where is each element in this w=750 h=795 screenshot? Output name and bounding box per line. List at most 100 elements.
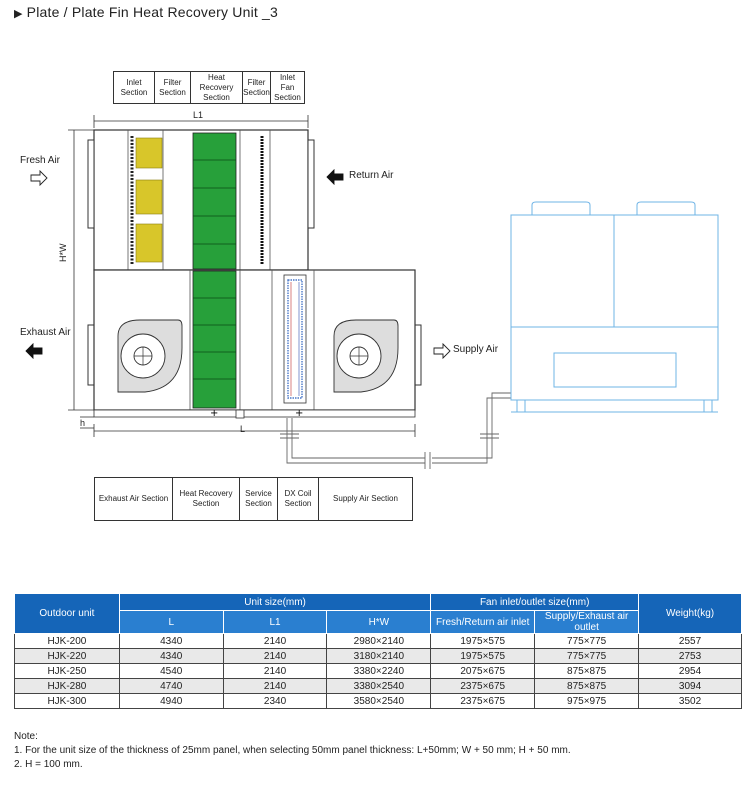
lower-unit-dividers bbox=[189, 270, 315, 410]
cell-outlet: 875×875 bbox=[534, 678, 640, 694]
subheader-l1: L1 bbox=[222, 610, 328, 634]
subheader-l: L bbox=[118, 610, 224, 634]
cell-l: 4740 bbox=[118, 678, 224, 694]
cell-model: HJK-220 bbox=[14, 648, 120, 664]
cell-inlet: 1975×575 bbox=[430, 648, 536, 664]
table-header-row: Outdoor unit Unit size(mm) Fan inlet/out… bbox=[14, 593, 742, 634]
cell-weight: 2753 bbox=[638, 648, 742, 664]
top-section-labels: Inlet Section Filter Section Heat Recove… bbox=[113, 71, 305, 104]
heat-recovery-plates-lower bbox=[193, 297, 236, 380]
top-section-inlet-fan: Inlet Fan Section bbox=[270, 72, 304, 103]
cell-l1: 2140 bbox=[222, 678, 328, 694]
l1-dimension-line bbox=[93, 115, 309, 128]
bottom-section-exhaust-air: Exhaust Air Section bbox=[98, 494, 169, 503]
unit-base bbox=[93, 409, 416, 419]
note-heading: Note: bbox=[14, 731, 38, 742]
supply-air-arrow-icon bbox=[433, 342, 451, 360]
note-2: 2. H = 100 mm. bbox=[14, 759, 83, 770]
table-row: HJK-250 4540 2140 3380×2240 2075×675 875… bbox=[14, 663, 742, 679]
cell-hw: 3580×2540 bbox=[326, 693, 432, 709]
heat-recovery-plates-upper bbox=[193, 159, 236, 245]
notes: Note: 1. For the unit size of the thickn… bbox=[14, 730, 571, 772]
drain-mark-2: + bbox=[295, 408, 303, 419]
cell-l1: 2140 bbox=[222, 633, 328, 649]
header-unit-size: Unit size(mm) bbox=[118, 593, 432, 611]
top-section-filter: Filter Section bbox=[154, 72, 190, 103]
cell-outlet: 975×975 bbox=[534, 693, 640, 709]
upper-unit-dividers bbox=[127, 130, 271, 270]
filter-panel bbox=[130, 136, 163, 264]
l1-label: L1 bbox=[193, 110, 204, 120]
bottom-section-service: Service Section bbox=[239, 478, 277, 520]
refrigerant-pipes bbox=[280, 392, 512, 469]
cell-model: HJK-250 bbox=[14, 663, 120, 679]
cell-outlet: 775×775 bbox=[534, 633, 640, 649]
cell-l: 4540 bbox=[118, 663, 224, 679]
fresh-air-arrow-icon bbox=[30, 169, 48, 187]
cell-hw: 3180×2140 bbox=[326, 648, 432, 664]
spec-table: Outdoor unit Unit size(mm) Fan inlet/out… bbox=[14, 593, 742, 709]
table-row: HJK-220 4340 2140 3180×2140 1975×575 775… bbox=[14, 648, 742, 664]
cell-inlet: 2375×675 bbox=[430, 678, 536, 694]
cell-inlet: 2375×675 bbox=[430, 693, 536, 709]
subheader-hw: H*W bbox=[326, 610, 432, 634]
cell-model: HJK-280 bbox=[14, 678, 120, 694]
cell-inlet: 1975×575 bbox=[430, 633, 536, 649]
header-weight: Weight(kg) bbox=[638, 593, 742, 634]
h-label: h bbox=[80, 418, 86, 428]
l-dimension-line bbox=[93, 424, 416, 437]
cell-weight: 2954 bbox=[638, 663, 742, 679]
cell-model: HJK-300 bbox=[14, 693, 120, 709]
cell-inlet: 2075×675 bbox=[430, 663, 536, 679]
cell-hw: 3380×2540 bbox=[326, 678, 432, 694]
note-1: 1. For the unit size of the thickness of… bbox=[14, 745, 571, 756]
return-air-label: Return Air bbox=[349, 170, 394, 181]
cell-weight: 2557 bbox=[638, 633, 742, 649]
header-fan-size: Fan inlet/outlet size(mm) bbox=[430, 593, 640, 611]
exhaust-air-label: Exhaust Air bbox=[20, 327, 71, 338]
top-section-filter-2: Filter Section bbox=[242, 72, 270, 103]
bottom-section-supply-air: Supply Air Section bbox=[318, 478, 412, 520]
supply-air-label: Supply Air bbox=[453, 344, 499, 355]
cell-weight: 3502 bbox=[638, 693, 742, 709]
l-label: L bbox=[240, 424, 246, 434]
page-title: ▶Plate / Plate Fin Heat Recovery Unit _3 bbox=[14, 4, 278, 20]
top-section-heat-recovery: Heat Recovery Section bbox=[190, 72, 242, 103]
cell-hw: 2980×2140 bbox=[326, 633, 432, 649]
heat-recovery-core-upper bbox=[192, 132, 237, 270]
table-subheader-row: L L1 H*W Fresh/Return air inlet Supply/E… bbox=[15, 610, 742, 634]
subheader-supply-exhaust: Supply/Exhaust air outlet bbox=[534, 610, 640, 634]
drain-mark: + bbox=[210, 408, 218, 419]
cell-l1: 2140 bbox=[222, 663, 328, 679]
subheader-fresh-return: Fresh/Return air inlet bbox=[430, 610, 536, 634]
cell-l: 4940 bbox=[118, 693, 224, 709]
cell-l1: 2340 bbox=[222, 693, 328, 709]
exhaust-air-arrow-icon bbox=[25, 342, 43, 360]
bottom-section-dx-coil: DX Coil Section bbox=[277, 478, 318, 520]
fresh-air-label: Fresh Air bbox=[20, 155, 61, 166]
cell-l: 4340 bbox=[118, 633, 224, 649]
bottom-section-labels: Exhaust Air Section Heat Recovery Sectio… bbox=[94, 477, 413, 521]
cell-l: 4340 bbox=[118, 648, 224, 664]
title-text: Plate / Plate Fin Heat Recovery Unit _3 bbox=[26, 4, 279, 20]
supply-fan-icon bbox=[333, 319, 399, 393]
duct-flanges bbox=[87, 139, 422, 386]
heat-recovery-core-lower bbox=[192, 270, 237, 409]
exhaust-fan-icon bbox=[117, 319, 183, 393]
top-section-inlet: Inlet Section bbox=[120, 77, 148, 97]
cell-weight: 3094 bbox=[638, 678, 742, 694]
table-row: HJK-300 4940 2340 3580×2540 2375×675 975… bbox=[14, 693, 742, 709]
table-row: HJK-280 4740 2140 3380×2540 2375×675 875… bbox=[14, 678, 742, 694]
outdoor-unit bbox=[510, 201, 719, 413]
unit-diagram: + + bbox=[25, 115, 719, 469]
triangle-marker-icon: ▶ bbox=[14, 8, 23, 20]
hw-label: H*W bbox=[58, 243, 68, 263]
dx-coil bbox=[283, 274, 307, 404]
header-outdoor-unit: Outdoor unit bbox=[14, 593, 120, 634]
bottom-section-heat-recovery: Heat Recovery Section bbox=[172, 478, 239, 520]
hw-dimension-line bbox=[68, 129, 94, 429]
cell-outlet: 775×775 bbox=[534, 648, 640, 664]
return-air-arrow-icon bbox=[326, 168, 344, 186]
table-row: HJK-200 4340 2140 2980×2140 1975×575 775… bbox=[14, 633, 742, 649]
cell-model: HJK-200 bbox=[14, 633, 120, 649]
